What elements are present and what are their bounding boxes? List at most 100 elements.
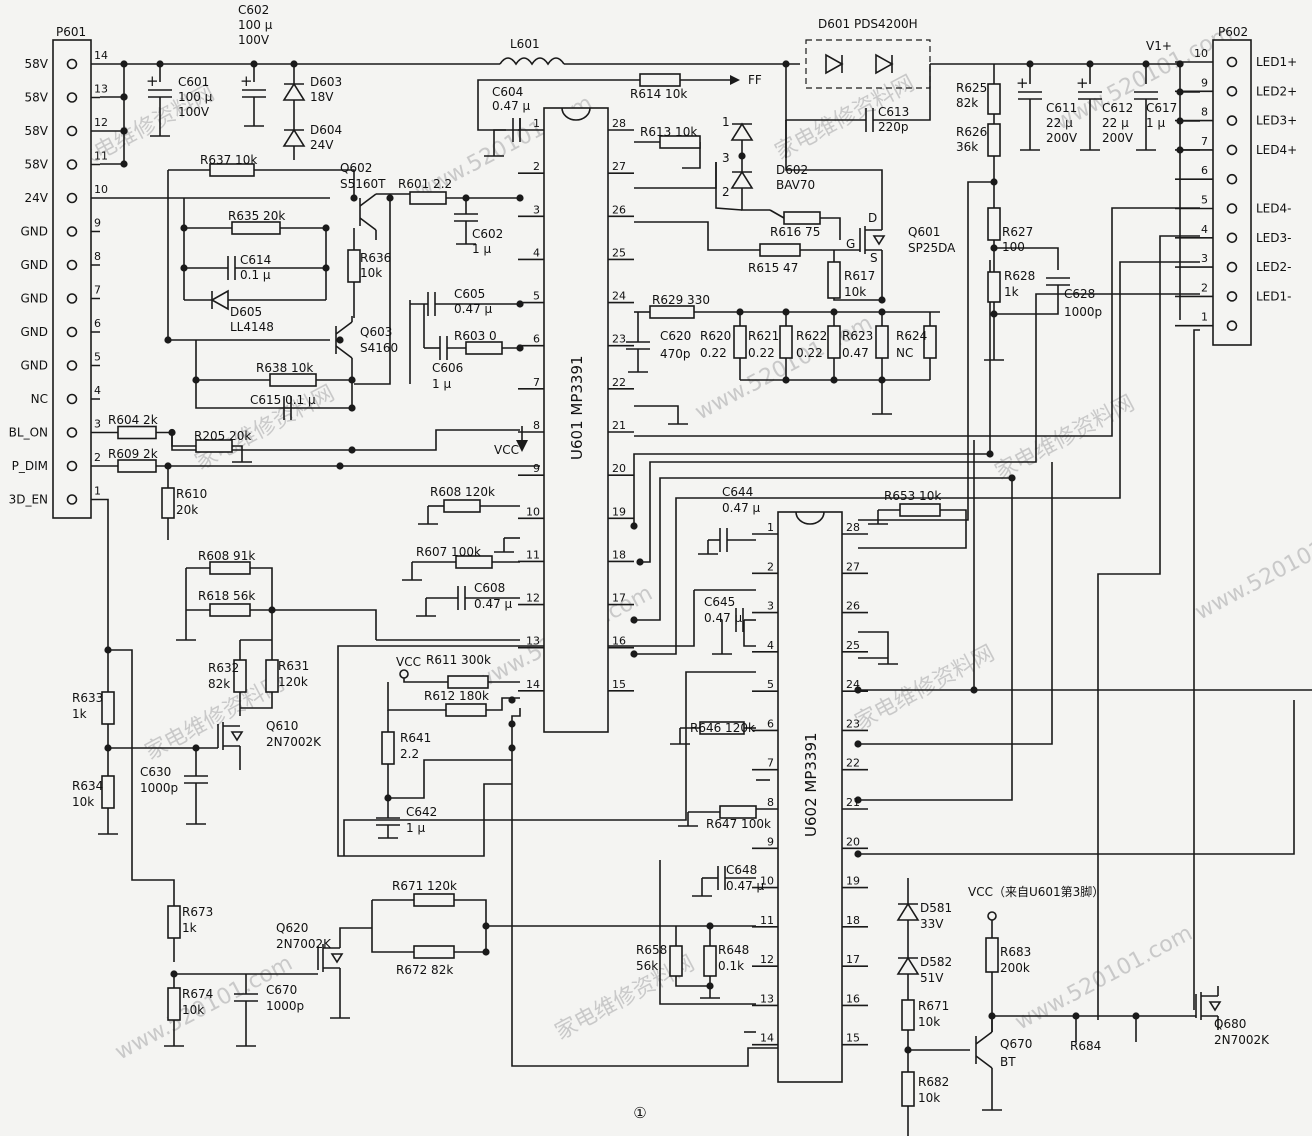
junction-dot xyxy=(120,127,128,135)
wire xyxy=(634,477,1013,801)
junction-dot xyxy=(988,1012,996,1020)
label-c612: C612 xyxy=(1102,101,1133,115)
p601-pin-name: 58V xyxy=(25,158,49,172)
label-c615: C615 0.1 μ xyxy=(250,393,316,407)
wire xyxy=(873,64,931,121)
resistor-r626 xyxy=(987,123,1001,157)
wire xyxy=(820,217,841,240)
p602-pin-circle xyxy=(1226,291,1238,302)
label-q602: Q602 xyxy=(340,161,372,175)
p602-pin-name: LED2- xyxy=(1256,260,1291,274)
label-d602-pin: 2 xyxy=(722,185,730,199)
u602-pin-num: 18 xyxy=(846,914,860,927)
label-r609: R609 2k xyxy=(108,447,158,461)
label-c670: 1000p xyxy=(266,999,304,1013)
wire xyxy=(388,759,512,799)
label-q601-pin: G xyxy=(846,237,855,251)
label-r623: 0.47 xyxy=(842,346,869,360)
resistor-r635 xyxy=(231,221,281,235)
junction-dot xyxy=(630,616,638,624)
wire xyxy=(769,209,785,219)
junction-dot xyxy=(336,462,344,470)
label-c613: C613 xyxy=(878,105,909,119)
label-c614: 0.1 μ xyxy=(240,268,271,282)
zener-d604 xyxy=(282,128,306,147)
label-r673: 1k xyxy=(182,921,197,935)
label-c645: 0.47 μ xyxy=(704,611,743,625)
label-r611: R611 300k xyxy=(426,653,491,667)
resistor-r604 xyxy=(117,425,157,440)
u602-pin-num: 28 xyxy=(846,521,860,534)
arrow-vcc xyxy=(516,440,528,452)
label-c648: 0.47 μ xyxy=(726,879,765,893)
label-c620: 470p xyxy=(660,347,691,361)
label-c613: 220p xyxy=(878,120,909,134)
wire xyxy=(858,700,1295,855)
vcc-terminal xyxy=(399,669,409,679)
label-r671b: 10k xyxy=(918,1015,940,1029)
label-r653: R653 10k xyxy=(884,489,941,503)
wire xyxy=(337,590,695,857)
label-q603: S4160 xyxy=(360,341,398,355)
u601-pin-num: 26 xyxy=(612,203,626,216)
p601-pin-name: NC xyxy=(31,392,48,406)
watermark-text: www.520101.com xyxy=(1191,511,1312,626)
label-d602: D602 xyxy=(776,163,808,177)
u601-pin-num: 22 xyxy=(612,376,626,389)
label-vcc-note: VCC（来自U601第3脚） xyxy=(968,884,1104,899)
label-c601: C601 xyxy=(178,75,209,89)
wire xyxy=(633,260,991,526)
u602-pin-num: 4 xyxy=(767,639,774,652)
wire xyxy=(240,692,273,709)
label-r622: 0.22 xyxy=(796,346,823,360)
resistor-r611 xyxy=(447,675,489,689)
label-d604: 24V xyxy=(310,138,334,152)
u602-pin-num: 26 xyxy=(846,600,860,613)
label-r604: R604 2k xyxy=(108,413,158,427)
resistor-r674 xyxy=(167,987,181,1021)
p601-pin-name: 58V xyxy=(25,91,49,105)
label-ff: FF xyxy=(748,73,762,87)
p601-pin-num: 5 xyxy=(94,351,101,364)
label-r636: 10k xyxy=(360,266,382,280)
junction-dot xyxy=(854,796,862,804)
label-r628: 1k xyxy=(1004,285,1019,299)
junction-dot xyxy=(348,446,356,454)
u601-pin-num: 19 xyxy=(612,505,626,518)
u602-pin-num: 9 xyxy=(767,835,774,848)
label-q610: Q610 xyxy=(266,719,298,733)
label-d581: D581 xyxy=(920,901,952,915)
label-c602: 100V xyxy=(238,33,270,47)
label-d582: D582 xyxy=(920,955,952,969)
label-r671: R671 120k xyxy=(392,879,457,893)
d601-package xyxy=(805,39,931,89)
p601-pin-num: 2 xyxy=(94,451,101,464)
p601-pin-circle xyxy=(66,192,78,204)
p602-pin-circle xyxy=(1226,261,1238,273)
label-c601: 100 μ xyxy=(178,90,213,104)
u602-pin-num: 3 xyxy=(767,600,774,613)
u601-pin-num: 28 xyxy=(612,117,626,130)
label-v1: V1+ xyxy=(1146,39,1172,53)
label-r615: R615 47 xyxy=(748,261,798,275)
diode-d601a xyxy=(825,53,844,75)
resistor-r631 xyxy=(265,659,279,693)
junction-dot xyxy=(782,376,790,384)
label-r626: R626 xyxy=(956,125,987,139)
label-c602b: 1 μ xyxy=(472,242,491,256)
u601-pin-num: 6 xyxy=(533,333,540,346)
resistor-r628 xyxy=(987,271,1001,303)
label-r683: R683 xyxy=(1000,945,1031,959)
zener-d581 xyxy=(896,902,920,921)
junction-dot xyxy=(336,336,344,344)
label-r627: R627 xyxy=(1002,225,1033,239)
label-d603: 18V xyxy=(310,90,334,104)
u602-pin-num: 2 xyxy=(767,560,774,573)
p601-pin-num: 9 xyxy=(94,217,101,230)
junction-dot xyxy=(986,450,994,458)
mosfet-q680 xyxy=(1208,1001,1222,1012)
label-d604: D604 xyxy=(310,123,342,137)
u601-pin-num: 27 xyxy=(612,160,626,173)
p601-pin-num: 8 xyxy=(94,250,101,263)
